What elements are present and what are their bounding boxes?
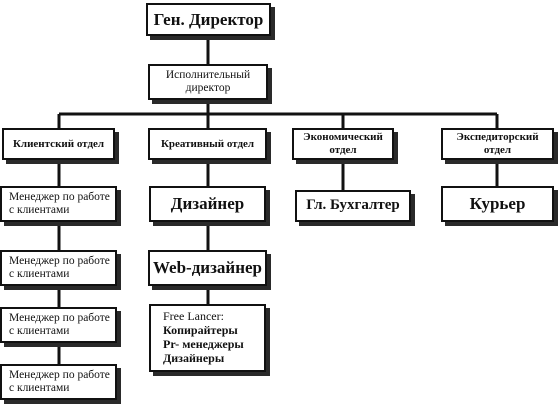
web-designer-box: Web-дизайнер (148, 250, 267, 286)
dept-client-box: Клиентский отдел (2, 128, 115, 160)
exec-director-box: Исполнительный директор (148, 64, 268, 100)
client-manager-label: Менеджер по работе с клиентами (9, 368, 110, 394)
client-manager-label: Менеджер по работе с клиентами (9, 190, 110, 216)
client-manager-box: Менеджер по работе с клиентами (0, 307, 117, 343)
client-manager-label: Менеджер по работе с клиентами (9, 254, 110, 280)
freelance-line: Free Lancer: (163, 309, 224, 324)
dept-economic-label: Экономический отдел (303, 131, 383, 156)
client-manager-box: Менеджер по работе с клиентами (0, 250, 117, 286)
client-manager-box: Менеджер по работе с клиентами (0, 364, 117, 400)
freelance-line: Pr- менеджеры (163, 337, 244, 351)
dept-creative-label: Креативный отдел (160, 137, 255, 150)
designer-label: Дизайнер (170, 194, 245, 214)
dept-client-label: Клиентский отдел (12, 137, 105, 150)
freelance-box: Free Lancer: Копирайтеры Pr- менеджеры Д… (149, 304, 266, 372)
courier-box: Курьер (441, 186, 554, 222)
courier-label: Курьер (469, 194, 526, 214)
chief-accountant-box: Гл. Бухгалтер (295, 190, 411, 222)
web-designer-label: Web-дизайнер (152, 258, 263, 278)
freelance-line: Дизайнеры (163, 350, 225, 365)
client-manager-box: Менеджер по работе с клиентами (0, 186, 117, 222)
exec-director-label: Исполнительный директор (165, 68, 251, 94)
chief-accountant-label: Гл. Бухгалтер (306, 197, 400, 214)
ceo-box: Ген. Директор (146, 3, 271, 36)
dept-economic-box: Экономический отдел (292, 128, 394, 160)
dept-expedition-box: Экспедиторский отдел (441, 128, 554, 160)
client-manager-label: Менеджер по работе с клиентами (9, 311, 110, 337)
designer-box: Дизайнер (149, 186, 266, 222)
dept-expedition-label: Экспедиторский отдел (456, 131, 539, 156)
freelance-line: Копирайтеры (163, 323, 238, 338)
dept-creative-box: Креативный отдел (148, 128, 267, 160)
ceo-label: Ген. Директор (153, 9, 264, 29)
